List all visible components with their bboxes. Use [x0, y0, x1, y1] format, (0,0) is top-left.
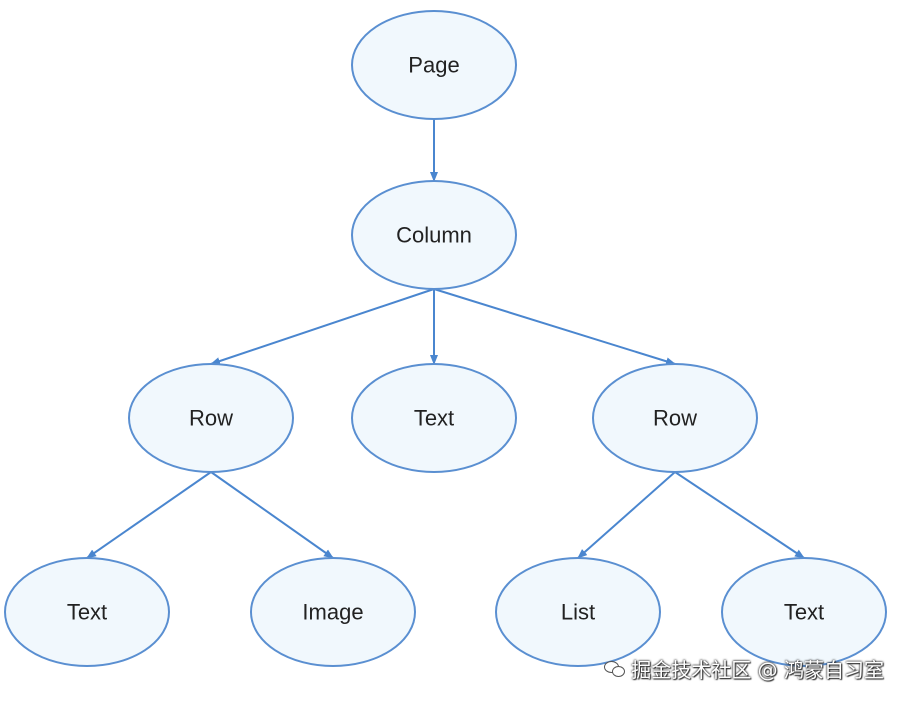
edge-row-right-to-text-right: [674, 471, 805, 559]
node-image: Image: [250, 557, 416, 667]
node-shape: [128, 363, 294, 473]
edge-row-left-to-image: [210, 471, 334, 559]
node-text-left: Text: [4, 557, 170, 667]
node-label: Image: [302, 600, 363, 625]
node-text-middle: Text: [351, 363, 517, 473]
node-label: Column: [396, 223, 472, 248]
wechat-icon: [605, 661, 625, 677]
node-shape: [351, 10, 517, 120]
node-label: Page: [408, 53, 459, 78]
watermark-text: 掘金技术社区 @ 鸿蒙自习室: [631, 658, 884, 682]
node-shape: [351, 363, 517, 473]
node-shape: [721, 557, 887, 667]
node-column: Column: [351, 180, 517, 290]
node-shape: [4, 557, 170, 667]
node-label: List: [561, 600, 595, 625]
node-text-right: Text: [721, 557, 887, 667]
node-label: Row: [189, 406, 233, 431]
edge-row-left-to-text-left: [86, 471, 212, 559]
node-shape: [351, 180, 517, 290]
node-row-left: Row: [128, 363, 294, 473]
node-label: Text: [67, 600, 107, 625]
node-shape: [250, 557, 416, 667]
watermark: 掘金技术社区 @ 鸿蒙自习室: [605, 654, 884, 683]
node-shape: [592, 363, 758, 473]
node-page: Page: [351, 10, 517, 120]
node-shape: [495, 557, 661, 667]
node-row-right: Row: [592, 363, 758, 473]
edge-column-to-row-left: [210, 288, 435, 365]
node-label: Text: [414, 406, 454, 431]
node-label: Text: [784, 600, 824, 625]
node-label: Row: [653, 406, 697, 431]
edge-column-to-row-right: [433, 288, 676, 366]
edge-row-right-to-list: [577, 471, 676, 559]
node-list: List: [495, 557, 661, 667]
